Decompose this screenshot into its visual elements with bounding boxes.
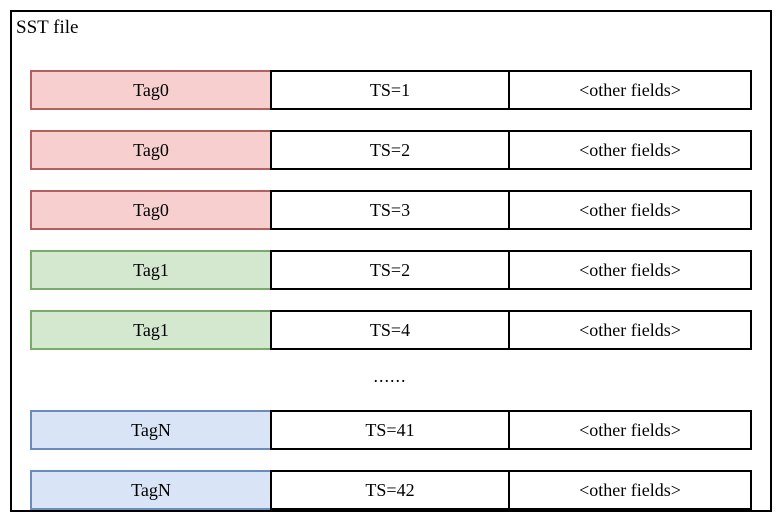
entry-tag-cell: Tag0 (30, 70, 270, 110)
entry-timestamp-cell: TS=1 (270, 70, 510, 110)
sst-file-container: SST file Tag0 TS=1 <other fields> Tag0 T… (10, 10, 772, 512)
sst-entry-row: Tag1 TS=2 <other fields> (30, 250, 754, 290)
entry-timestamp-cell: TS=2 (270, 250, 510, 290)
sst-entry-row: Tag0 TS=1 <other fields> (30, 70, 754, 110)
entry-other-fields-cell: <other fields> (510, 190, 752, 230)
entry-tag-cell: Tag0 (30, 190, 270, 230)
sst-entry-row: TagN TS=41 <other fields> (30, 410, 754, 450)
sst-entry-row: Tag1 TS=4 <other fields> (30, 310, 754, 350)
entry-timestamp-cell: TS=4 (270, 310, 510, 350)
ellipsis-text: ...... (373, 366, 407, 386)
entry-tag-cell: TagN (30, 410, 270, 450)
sst-entry-list: Tag0 TS=1 <other fields> Tag0 TS=2 <othe… (30, 70, 754, 530)
entry-other-fields-cell: <other fields> (510, 310, 752, 350)
entries-truncation-separator: ...... (30, 366, 754, 390)
sst-entry-row: TagN TS=42 <other fields> (30, 470, 754, 510)
entry-timestamp-cell: TS=3 (270, 190, 510, 230)
entry-tag-cell: Tag1 (30, 310, 270, 350)
entry-other-fields-cell: <other fields> (510, 250, 752, 290)
sst-file-title: SST file (16, 17, 79, 38)
entry-other-fields-cell: <other fields> (510, 410, 752, 450)
entry-other-fields-cell: <other fields> (510, 70, 752, 110)
entry-tag-cell: Tag1 (30, 250, 270, 290)
entry-timestamp-cell: TS=2 (270, 130, 510, 170)
entry-timestamp-cell: TS=42 (270, 470, 510, 510)
entry-other-fields-cell: <other fields> (510, 130, 752, 170)
sst-entry-row: Tag0 TS=3 <other fields> (30, 190, 754, 230)
entry-timestamp-cell: TS=41 (270, 410, 510, 450)
entry-other-fields-cell: <other fields> (510, 470, 752, 510)
entry-tag-cell: Tag0 (30, 130, 270, 170)
sst-entry-row: Tag0 TS=2 <other fields> (30, 130, 754, 170)
entry-tag-cell: TagN (30, 470, 270, 510)
